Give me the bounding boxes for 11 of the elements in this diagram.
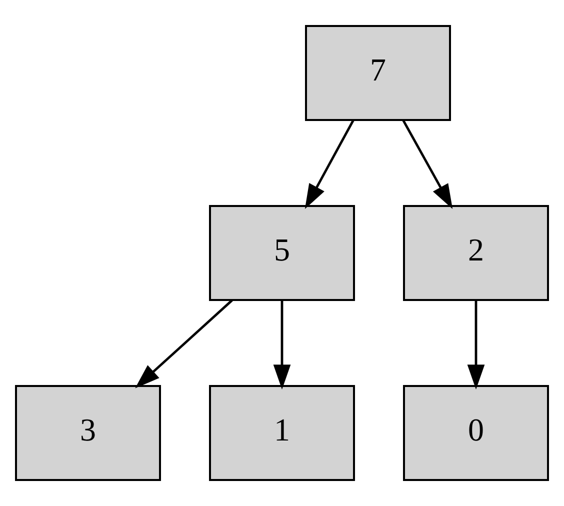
node-box: 2 bbox=[403, 205, 549, 301]
node-box: 7 bbox=[305, 25, 451, 121]
node-box: 3 bbox=[15, 385, 161, 481]
node-box: 0 bbox=[403, 385, 549, 481]
arrow bbox=[304, 120, 354, 209]
node-box: 1 bbox=[209, 385, 355, 481]
arrow bbox=[467, 300, 485, 390]
arrow bbox=[135, 299, 233, 388]
arrow bbox=[402, 120, 453, 209]
arrow bbox=[273, 300, 291, 390]
node-box: 5 bbox=[209, 205, 355, 301]
